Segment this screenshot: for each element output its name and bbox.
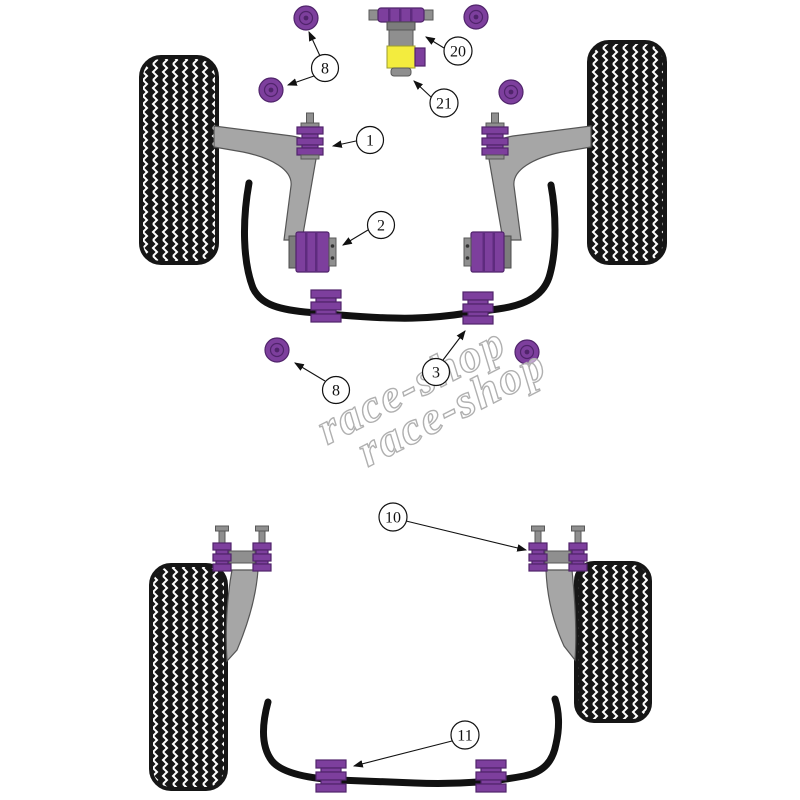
callout-8-top: 8	[286, 31, 340, 86]
arb-bush-front-left	[310, 289, 342, 323]
callout-3: 3	[421, 330, 466, 387]
leader-arrow	[308, 31, 321, 57]
leader-arrow	[352, 740, 453, 768]
leader-arrow	[413, 80, 432, 98]
callout-10: 10	[378, 502, 528, 552]
front-arm-rear-bush-right	[463, 231, 512, 273]
leader-arrow	[425, 36, 445, 49]
rear-suspension-diagram: 10 11	[149, 502, 652, 793]
svg-text:10: 10	[385, 510, 401, 527]
svg-text:20: 20	[450, 44, 466, 61]
rear-link-right	[528, 525, 588, 572]
tire-front-right	[587, 40, 667, 265]
svg-text:21: 21	[436, 96, 452, 113]
top-engine-mount	[368, 7, 434, 77]
front-arm-rear-bush-left	[288, 231, 337, 273]
rear-link-left	[212, 525, 272, 572]
tire-rear-right	[574, 561, 652, 723]
tire-front-left	[139, 55, 219, 265]
leader-arrow	[342, 229, 369, 246]
callout-1: 1	[331, 125, 385, 155]
svg-text:1: 1	[366, 133, 374, 150]
round-bush-mid-left	[258, 77, 284, 103]
rear-arm-right	[545, 569, 577, 662]
callout-2: 2	[342, 210, 396, 246]
svg-text:2: 2	[377, 218, 385, 235]
svg-text:8: 8	[321, 61, 329, 78]
round-bush-low-left	[264, 337, 290, 363]
callout-21: 21	[413, 80, 459, 118]
arb-bush-rear-left	[315, 759, 347, 793]
round-bush-mid-right	[498, 79, 524, 105]
leader-arrow	[405, 520, 528, 552]
leader-arrow	[286, 75, 315, 86]
leader-arrow	[294, 362, 326, 382]
rear-callouts: 10 11	[352, 502, 528, 768]
callout-8-bottom: 8	[294, 362, 351, 405]
front-suspension-diagram	[139, 4, 667, 365]
svg-text:11: 11	[457, 728, 472, 745]
front-arm-front-bush-right	[481, 112, 509, 160]
front-callouts: 8 20 21 1 2 3 8	[286, 31, 473, 405]
callout-11: 11	[352, 720, 480, 768]
svg-text:3: 3	[432, 365, 440, 382]
leader-arrow	[331, 140, 357, 148]
callout-20: 20	[425, 36, 473, 66]
front-arm-front-bush-left	[296, 112, 324, 160]
round-bush-top-left	[293, 5, 319, 31]
rear-arm-left	[225, 569, 259, 663]
arb-bush-rear-right	[475, 759, 507, 793]
round-bush-top-right	[463, 4, 489, 30]
leader-arrow	[442, 330, 466, 361]
svg-text:8: 8	[332, 383, 340, 400]
mount-insert-yellow	[386, 45, 416, 69]
tire-rear-left	[149, 563, 228, 791]
anti-roll-bar-front	[241, 179, 559, 322]
anti-roll-bar-rear	[260, 695, 562, 788]
